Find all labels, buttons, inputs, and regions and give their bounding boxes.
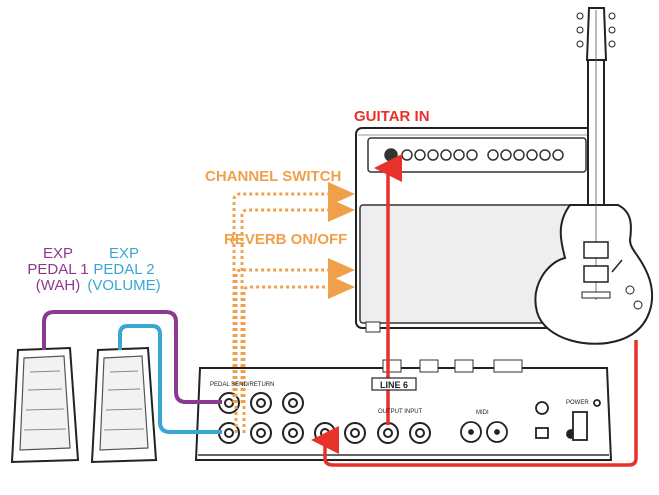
- channel-switch-label: CHANNEL SWITCH: [205, 168, 341, 185]
- midi-ports: [460, 421, 508, 443]
- svg-text:PEDAL 2: PEDAL 2: [93, 261, 154, 278]
- line6-device: [194, 359, 613, 461]
- exp-pedal-2: [90, 346, 158, 464]
- output-input-label: OUTPUT INPUT: [378, 409, 423, 415]
- reverb-onoff-label: REVERB ON/OFF: [224, 231, 347, 248]
- jacks: [218, 392, 431, 444]
- exp-pedal-1-label: EXP PEDAL 1 (WAH): [27, 245, 88, 294]
- power-label: POWER: [566, 400, 589, 406]
- svg-text:PEDAL 1: PEDAL 1: [27, 261, 88, 278]
- exp1-cable: [42, 310, 222, 404]
- usb-and-power: [535, 399, 601, 441]
- line6-logo: LINE 6: [371, 377, 417, 391]
- midi-label: MIDI: [476, 410, 489, 416]
- switch-cables: [232, 182, 355, 433]
- svg-text:(WAH): (WAH): [36, 277, 80, 294]
- electric-guitar: [534, 7, 654, 345]
- pedal-send-return-label: PEDAL SEND/RETURN: [210, 382, 274, 388]
- svg-text:(VOLUME): (VOLUME): [87, 277, 160, 294]
- svg-text:EXP: EXP: [109, 245, 139, 262]
- exp2-cable: [118, 324, 222, 434]
- svg-text:EXP: EXP: [43, 245, 73, 262]
- exp-pedal-1: [10, 346, 80, 464]
- exp-pedal-2-label: EXP PEDAL 2 (VOLUME): [87, 245, 160, 294]
- amplifier: [355, 127, 597, 333]
- guitar-cable: [311, 340, 638, 467]
- guitar-in-label: GUITAR IN: [354, 108, 430, 125]
- svg-text:LINE 6: LINE 6: [380, 380, 408, 390]
